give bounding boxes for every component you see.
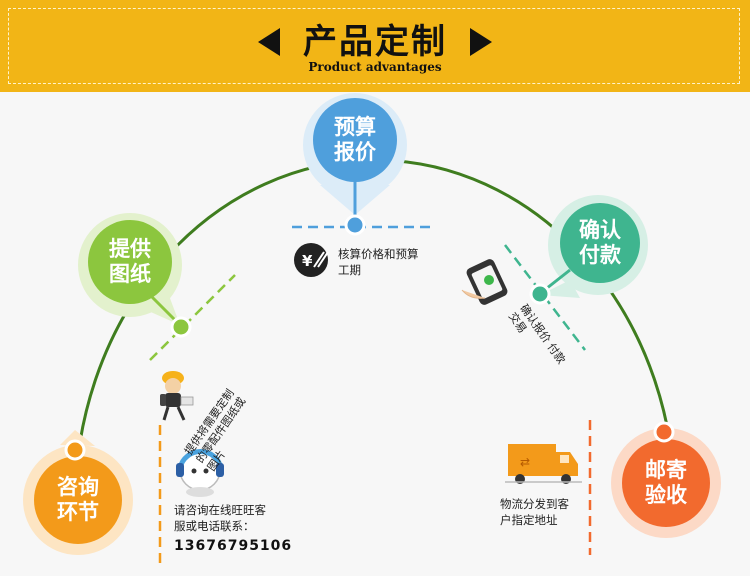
quote-pin bbox=[303, 93, 407, 236]
drawing-pin bbox=[78, 213, 192, 338]
delivery-truck-icon: ⇄ bbox=[505, 444, 582, 484]
svg-text:¥: ¥ bbox=[302, 252, 313, 270]
step-pay-label: 确认付款 bbox=[579, 218, 621, 267]
yen-calculator-icon: ¥ bbox=[294, 243, 329, 277]
drawing-connector-line bbox=[149, 274, 236, 361]
worker-icon bbox=[160, 371, 194, 421]
phone-number: 13676795106 bbox=[174, 538, 293, 554]
process-diagram: ¥ bbox=[0, 92, 750, 576]
right-arrow-icon bbox=[470, 28, 492, 56]
step-quote-label: 预算报价 bbox=[334, 115, 376, 164]
ship-caption: 物流分发到客户指定地址 bbox=[500, 497, 569, 527]
svg-text:⇄: ⇄ bbox=[520, 455, 530, 469]
smartphone-payment-icon bbox=[461, 259, 508, 305]
page-title: 产品定制 bbox=[303, 22, 447, 62]
pay-pin bbox=[529, 195, 648, 305]
consult-pin bbox=[23, 430, 133, 555]
banner-dashed-frame bbox=[8, 8, 740, 84]
step-drawing-label: 提供图纸 bbox=[109, 237, 151, 286]
headset-mascot-icon bbox=[176, 449, 224, 497]
left-arrow-icon bbox=[258, 28, 280, 56]
process-arc-graphic: ¥ bbox=[23, 93, 721, 565]
header-banner: 产品定制 Product advantages bbox=[0, 0, 750, 92]
step-ship-label: 邮寄验收 bbox=[645, 458, 687, 507]
page-subtitle: Product advantages bbox=[308, 60, 442, 74]
quote-caption: 核算价格和预算工期 bbox=[338, 247, 419, 277]
ship-pin bbox=[611, 421, 721, 538]
step-consult-label: 咨询环节 bbox=[57, 475, 99, 524]
consult-caption: 请咨询在线旺旺客服或电话联系： bbox=[174, 503, 266, 533]
